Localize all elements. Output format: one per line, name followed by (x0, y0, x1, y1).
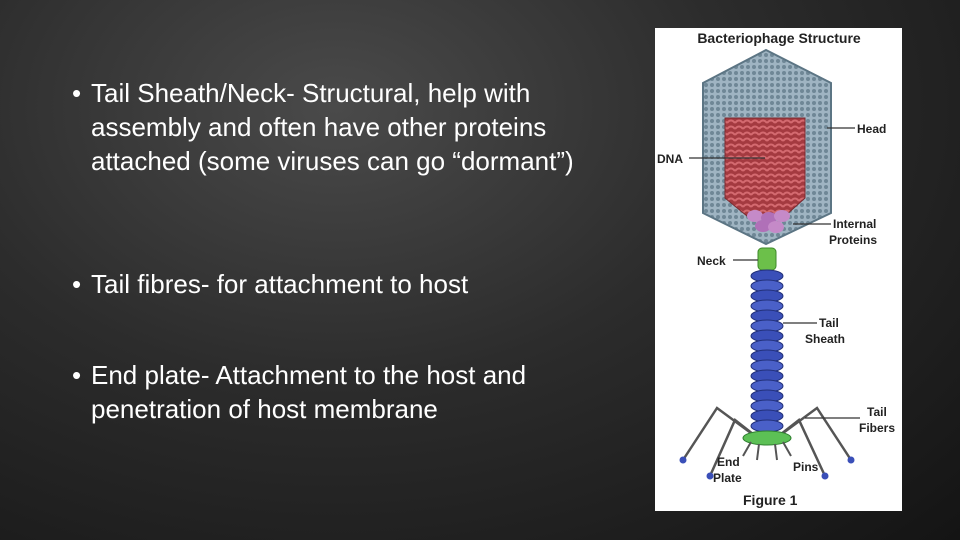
bullet-marker: • (72, 78, 82, 108)
label-dna: DNA (657, 152, 683, 166)
figure-caption: Figure 1 (743, 492, 798, 508)
bullet-tail-sheath-neck: • Tail Sheath/Neck- Structural, help with… (72, 76, 632, 178)
label-fibers-2: Fibers (859, 421, 895, 435)
label-head: Head (857, 122, 886, 136)
label-sheath-1: Tail (819, 316, 839, 330)
bullet-tail-fibres: • Tail fibres- for attachment to host (72, 267, 468, 301)
dna-core (724, 117, 806, 217)
fiber-tips (679, 456, 855, 480)
pins (742, 441, 792, 461)
tail-fibers (681, 406, 853, 477)
label-end-plate-1: End (717, 455, 740, 469)
tail-sheath (750, 269, 784, 433)
label-neck: Neck (697, 254, 726, 268)
label-fibers-1: Tail (867, 405, 887, 419)
figure-title: Bacteriophage Structure (697, 30, 861, 46)
label-internal-1: Internal (833, 217, 876, 231)
internal-proteins (747, 210, 790, 233)
label-internal-2: Proteins (829, 233, 877, 247)
bullet-text: End plate- Attachment to the host and pe… (91, 360, 527, 424)
bullet-marker: • (72, 360, 82, 390)
bullet-text: Tail fibres- for attachment to host (91, 269, 469, 299)
bullet-text: Tail Sheath/Neck- Structural, help with … (91, 78, 574, 176)
label-end-plate-2: Plate (713, 471, 742, 485)
end-plate (742, 430, 792, 446)
label-pins: Pins (793, 460, 819, 474)
label-sheath-2: Sheath (805, 332, 845, 346)
bacteriophage-figure: Bacteriophage Structure (655, 28, 902, 511)
bullet-marker: • (72, 269, 82, 299)
label-leader-lines (689, 127, 860, 419)
bullet-end-plate: • End plate- Attachment to the host and p… (72, 358, 632, 426)
neck-collar (757, 247, 777, 271)
